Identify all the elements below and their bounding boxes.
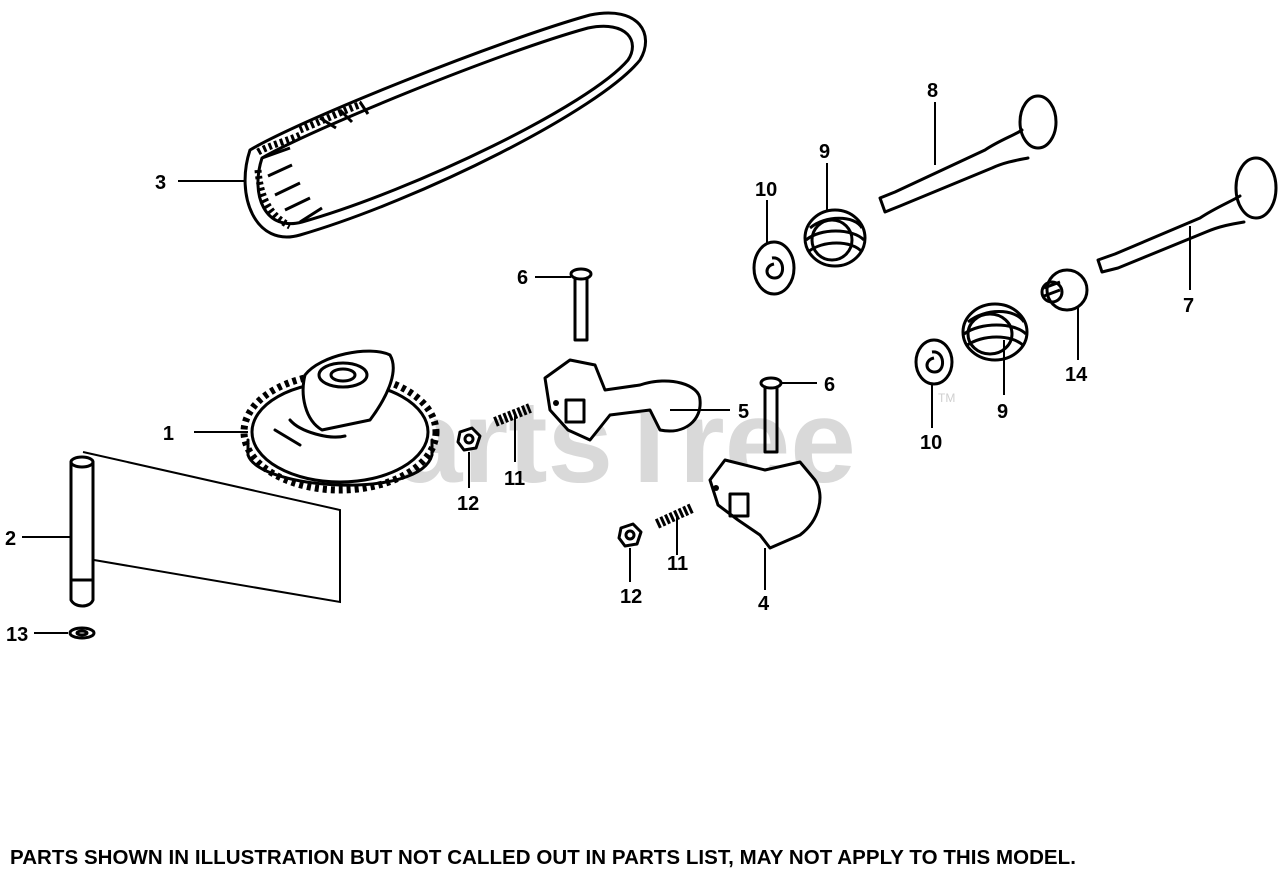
callout-11b: 11 xyxy=(667,553,688,575)
assembly-guide-line xyxy=(82,451,341,604)
callout-4: 4 xyxy=(758,593,770,615)
callout-labels: 1 2 3 4 5 6 6 7 8 9 9 10 10 11 11 12 12 … xyxy=(5,80,1194,646)
callout-12b: 12 xyxy=(620,586,642,608)
timing-belt-icon[interactable] xyxy=(243,11,647,239)
callout-8: 8 xyxy=(927,80,938,102)
valve-spring-icon[interactable] xyxy=(961,302,1029,362)
disclaimer-note: PARTS SHOWN IN ILLUSTRATION BUT NOT CALL… xyxy=(10,846,1076,869)
callout-1: 1 xyxy=(163,423,174,445)
pivot-bolt-icon[interactable] xyxy=(569,267,593,342)
spring-retainer-icon[interactable] xyxy=(752,240,796,296)
callout-11a: 11 xyxy=(504,468,525,490)
callout-10a: 10 xyxy=(755,179,777,201)
valve-icon[interactable] xyxy=(1096,156,1278,274)
watermark-trademark: TM xyxy=(938,391,955,405)
callout-9a: 9 xyxy=(819,141,830,163)
rocker-arm-icon[interactable] xyxy=(708,458,822,550)
washer-icon[interactable] xyxy=(68,626,96,640)
valve-spring-icon[interactable] xyxy=(803,208,867,268)
callout-6a: 6 xyxy=(517,267,528,289)
camshaft-pulley-icon[interactable] xyxy=(240,349,440,494)
adjusting-screw-icon[interactable] xyxy=(654,503,695,529)
camshaft-pin-icon[interactable] xyxy=(69,455,95,608)
callout-9b: 9 xyxy=(997,401,1008,423)
callout-14: 14 xyxy=(1065,364,1088,386)
callout-13: 13 xyxy=(6,624,28,646)
callout-7: 7 xyxy=(1183,295,1194,317)
adjusting-screw-icon[interactable] xyxy=(493,403,532,427)
callout-10b: 10 xyxy=(920,432,942,454)
callout-3: 3 xyxy=(155,172,166,194)
rocker-arm-icon[interactable] xyxy=(543,358,702,442)
callout-2: 2 xyxy=(5,528,16,550)
lock-nut-icon[interactable] xyxy=(617,522,643,548)
callout-6b: 6 xyxy=(824,374,835,396)
callout-12a: 12 xyxy=(457,493,479,515)
callout-5: 5 xyxy=(738,401,749,423)
valve-icon[interactable] xyxy=(878,94,1058,214)
spring-retainer-icon[interactable] xyxy=(914,338,954,386)
lock-nut-icon[interactable] xyxy=(456,426,482,452)
valve-rotator-icon[interactable] xyxy=(1040,268,1089,312)
